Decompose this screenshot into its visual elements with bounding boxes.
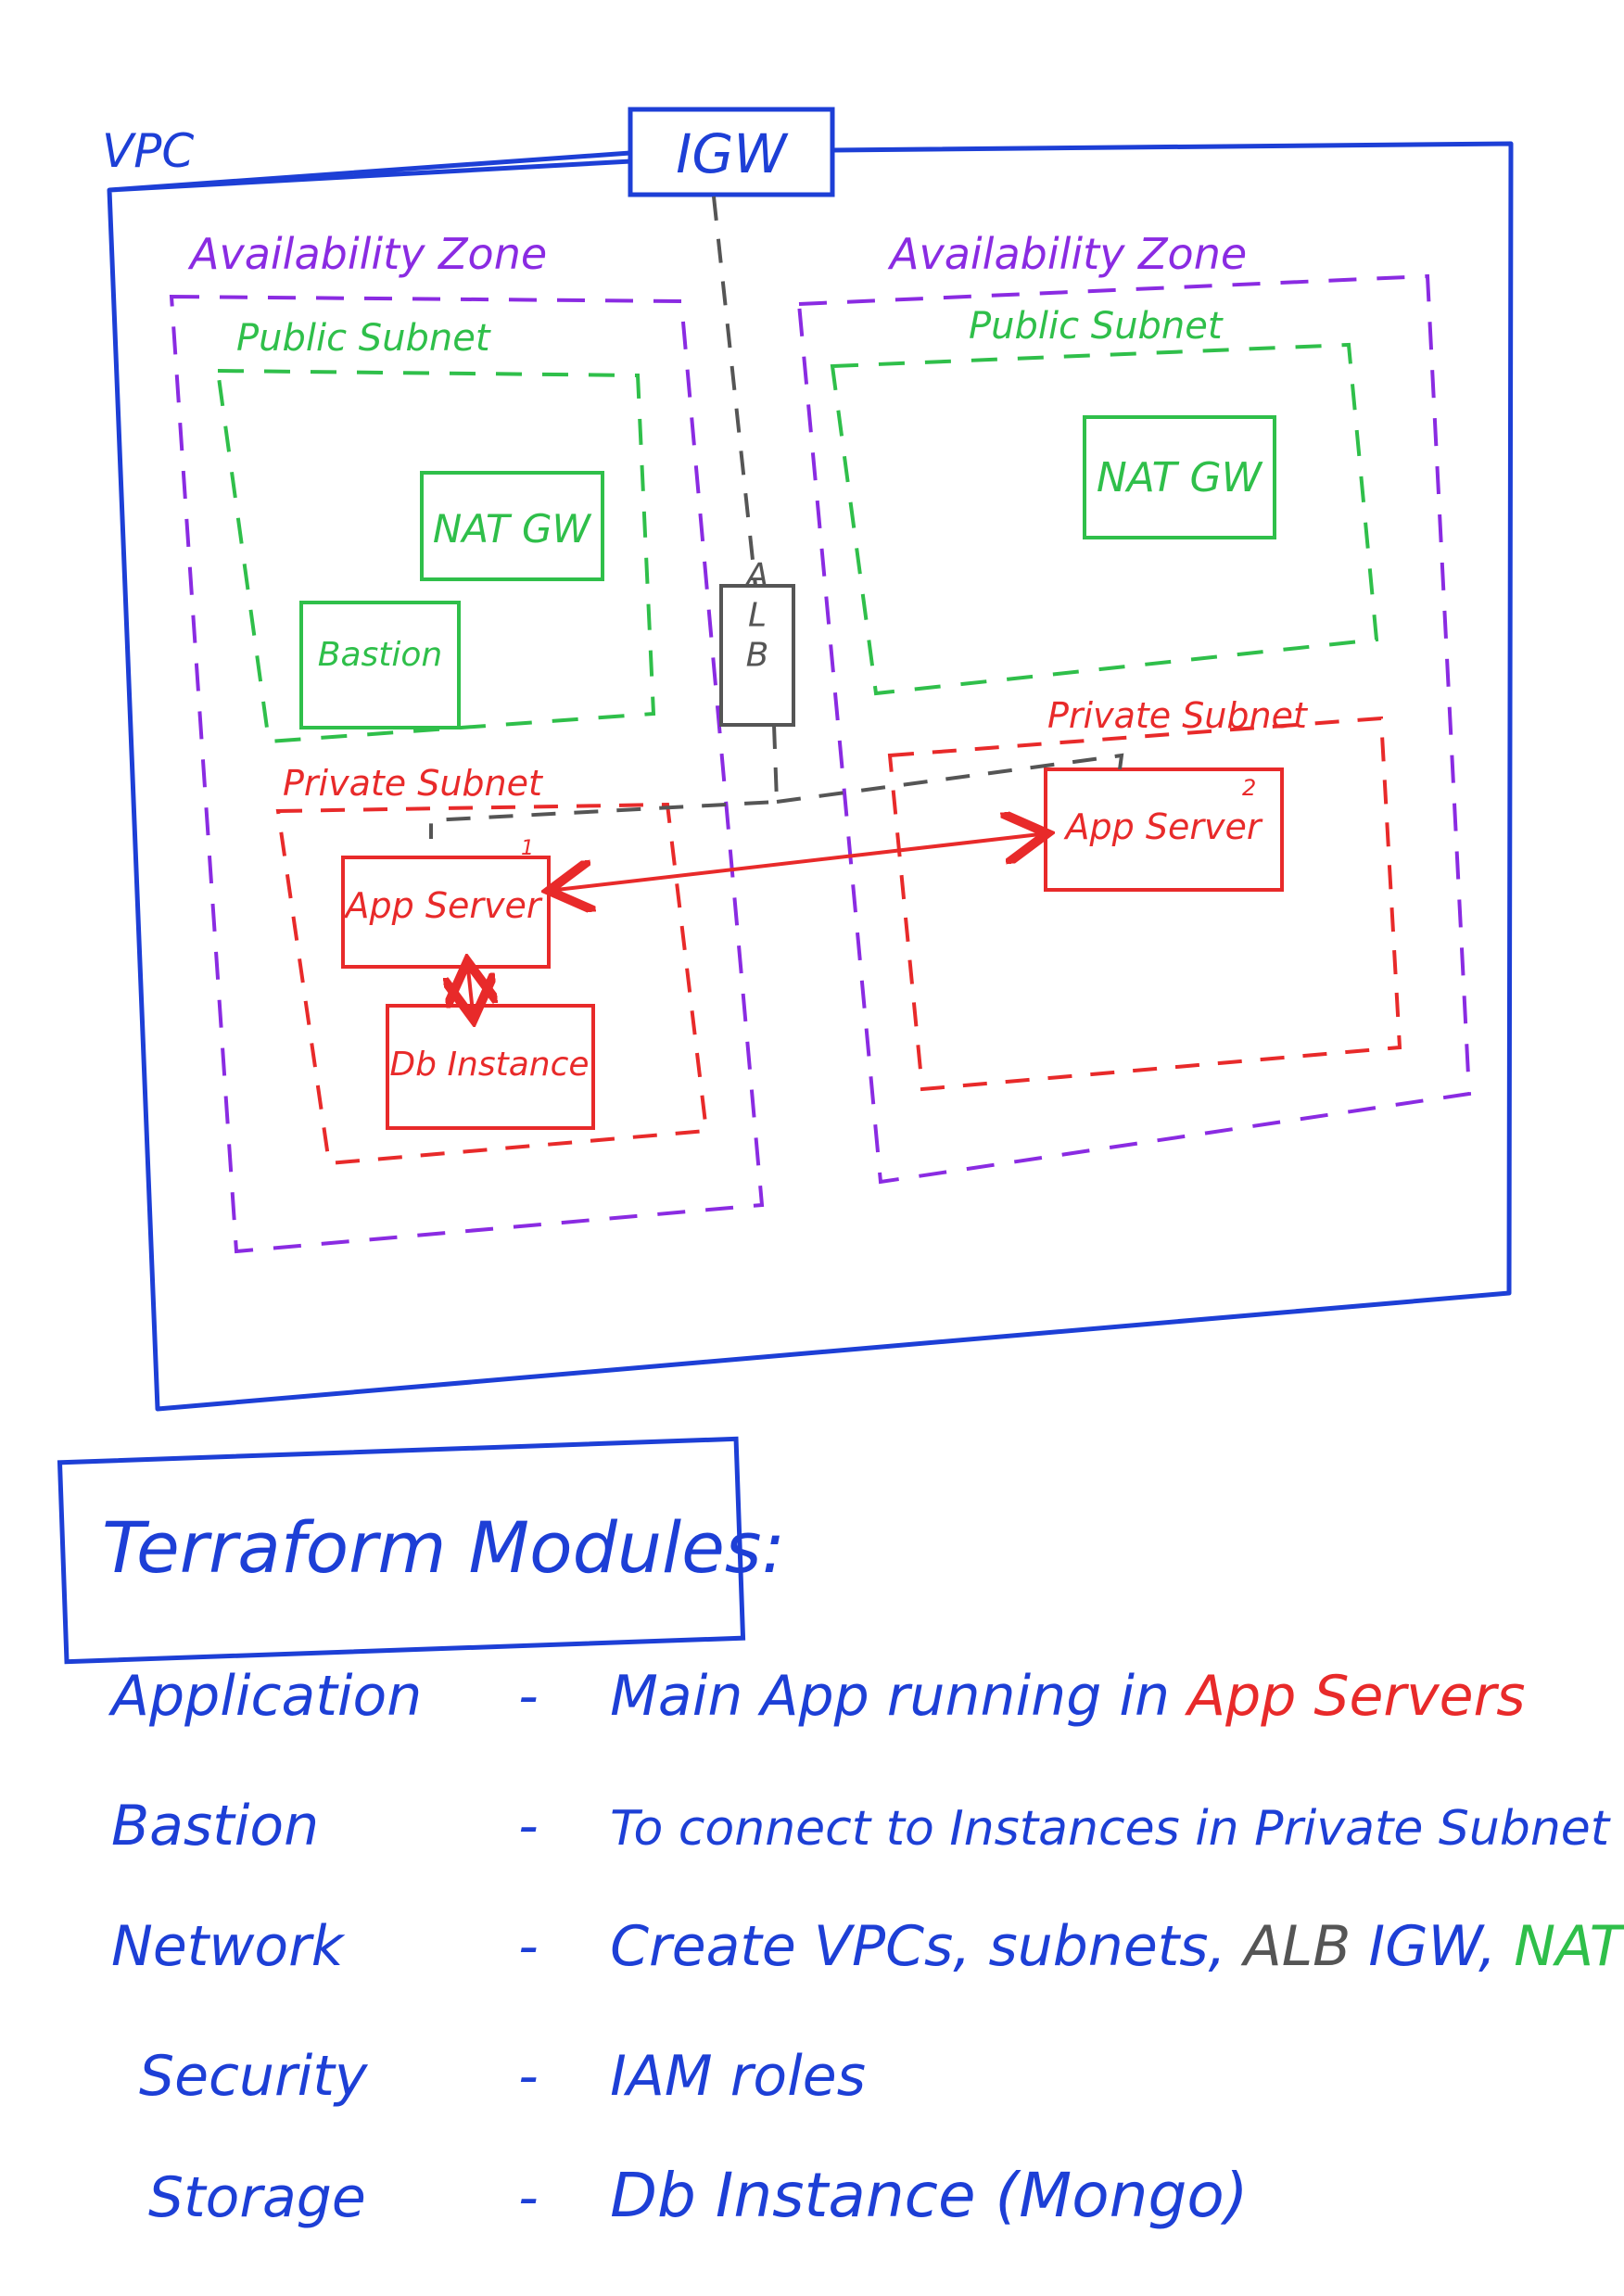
module-desc-part: IAM roles bbox=[610, 2044, 866, 2109]
module-dash: - bbox=[518, 1794, 539, 1858]
nat-gw-right-box bbox=[1083, 415, 1276, 539]
module-dash: - bbox=[518, 2044, 539, 2109]
private-subnet-left-label: Private Subnet bbox=[283, 763, 544, 804]
db-instance-label: Db Instance bbox=[389, 1046, 589, 1084]
module-dash: - bbox=[518, 2165, 539, 2230]
az-left-label: Availability Zone bbox=[187, 229, 547, 279]
module-name: Application bbox=[111, 1664, 423, 1729]
modules-title: Terraform Modules: bbox=[102, 1506, 786, 1589]
public-subnet-left-label: Public Subnet bbox=[236, 317, 491, 360]
module-desc-part: ALB bbox=[1243, 1914, 1351, 1979]
nat-gw-left-box bbox=[420, 471, 604, 581]
app-server-left-label: App Server bbox=[343, 885, 543, 926]
module-desc-part: NAT bbox=[1514, 1914, 1624, 1979]
public-subnet-left-boundary bbox=[215, 368, 656, 744]
igw-box bbox=[628, 107, 835, 197]
module-name: Network bbox=[111, 1914, 344, 1979]
module-dash: - bbox=[518, 1914, 539, 1979]
app-to-app-arrow bbox=[556, 834, 1040, 890]
module-row-application: Application - Main App running in App Se… bbox=[111, 1664, 1525, 1729]
vpc-label: VPC bbox=[102, 124, 194, 178]
app-server-left-index: 1 bbox=[521, 837, 534, 860]
module-name: Storage bbox=[148, 2165, 366, 2230]
nat-gw-right-label: NAT GW bbox=[1097, 454, 1263, 501]
module-row-network: Network - Create VPCs, subnets, ALB IGW,… bbox=[111, 1914, 1623, 1979]
private-subnet-left-boundary bbox=[275, 802, 709, 1166]
bastion-label: Bastion bbox=[318, 636, 442, 674]
private-subnet-right-boundary bbox=[887, 716, 1402, 1092]
public-subnet-right-boundary bbox=[830, 342, 1379, 696]
module-desc-part: Create VPCs, subnets, bbox=[610, 1914, 1226, 1979]
module-dash: - bbox=[518, 1664, 539, 1729]
module-desc-part: IGW, bbox=[1368, 1914, 1497, 1979]
module-desc-part: To connect to Instances in Private Subne… bbox=[610, 1801, 1610, 1857]
module-row-bastion: Bastion - To connect to Instances in Pri… bbox=[111, 1794, 1609, 1858]
module-name: Bastion bbox=[111, 1794, 320, 1858]
module-row-security: Security - IAM roles bbox=[139, 2044, 866, 2109]
module-row-storage: Storage - Db Instance (Mongo) bbox=[148, 2160, 1248, 2231]
module-desc-part: Db Instance (Mongo) bbox=[610, 2160, 1249, 2231]
module-name: Security bbox=[139, 2044, 368, 2109]
app-to-db-arrow bbox=[468, 969, 473, 1012]
nat-gw-left-label: NAT GW bbox=[433, 506, 592, 552]
igw-label: IGW bbox=[676, 122, 789, 185]
module-desc-part: Main App running in bbox=[610, 1664, 1171, 1729]
az-left-boundary bbox=[169, 294, 765, 1254]
public-subnet-right-label: Public Subnet bbox=[969, 305, 1224, 348]
alb-label: ALB bbox=[739, 557, 777, 677]
alb-box bbox=[719, 584, 795, 727]
az-right-label: Availability Zone bbox=[887, 229, 1247, 279]
igw-alb-connector bbox=[712, 196, 757, 587]
vpc-boundary bbox=[107, 141, 1514, 1412]
module-desc-part: App Servers bbox=[1187, 1664, 1526, 1729]
bastion-box bbox=[299, 601, 461, 729]
app-server-right-label: App Server bbox=[1063, 806, 1263, 847]
private-subnet-right-label: Private Subnet bbox=[1047, 695, 1309, 736]
alb-app-connector bbox=[429, 724, 1124, 839]
modules-title-box bbox=[57, 1436, 746, 1665]
app-server-right-index: 2 bbox=[1242, 775, 1256, 801]
